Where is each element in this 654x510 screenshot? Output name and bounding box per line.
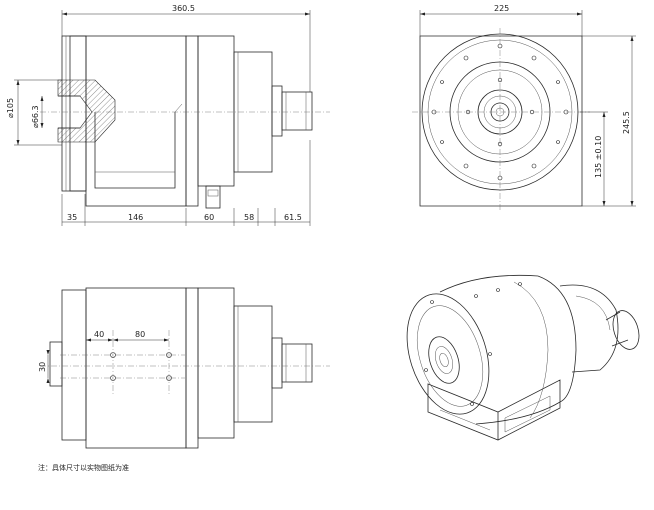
dim-seg-35: 35 — [67, 213, 77, 222]
dim-seg-61-5: 61.5 — [284, 213, 302, 222]
dim-height: 245.5 — [622, 111, 631, 134]
dim-bore-inner: ⌀66.3 — [31, 105, 40, 128]
isometric-view — [406, 274, 640, 441]
side-view: 40 80 30 — [38, 287, 330, 449]
dim-hole-spacing: 30 — [38, 362, 47, 372]
dim-hole-pitch: 80 — [135, 330, 145, 339]
dim-hole-offset: 40 — [94, 330, 104, 339]
dim-width: 225 — [494, 4, 509, 13]
dim-overall-length: 360.5 — [172, 4, 195, 13]
dim-center-height: 135 ±0.10 — [594, 136, 603, 178]
front-section-view: 360.5 ⌀105 ⌀66.3 35 146 60 58 61.5 — [6, 4, 330, 226]
end-view: 225 245.5 135 ±0.10 — [412, 4, 636, 210]
dim-seg-146: 146 — [128, 213, 143, 222]
dim-seg-58: 58 — [244, 213, 254, 222]
dim-bore-outer: ⌀105 — [6, 98, 15, 118]
drawing-note: 注：具体尺寸以实物图纸为准 — [38, 463, 129, 472]
dim-seg-60: 60 — [204, 213, 214, 222]
